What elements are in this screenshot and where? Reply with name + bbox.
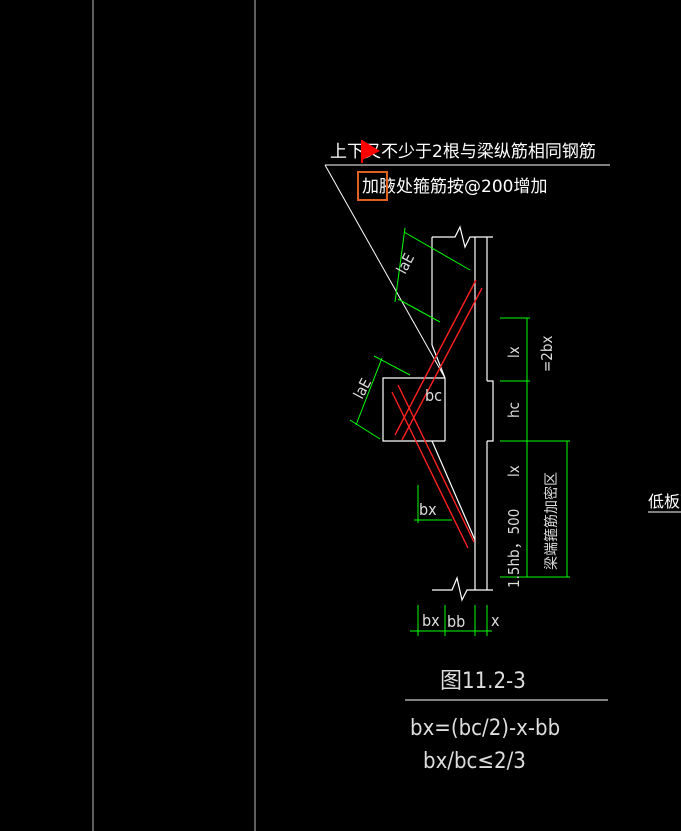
bottom-x-label: x — [491, 611, 500, 630]
right-edge-text: 低板面 — [648, 492, 681, 511]
leader-line — [324, 164, 446, 379]
selection-box[interactable] — [357, 171, 388, 201]
lx-lower-label: lx — [505, 465, 523, 477]
flag-icon[interactable] — [362, 140, 380, 160]
haunch-rebars — [391, 279, 483, 549]
eq-2bx-label: =2bx — [538, 336, 556, 372]
hc-label: hc — [505, 402, 523, 418]
bx-side-label: bx — [419, 500, 437, 519]
dimension-lines — [349, 227, 570, 636]
lx-upper-label: lx — [505, 346, 523, 358]
hb-500-label: 1.5hb，500 — [505, 509, 523, 588]
figure-title: 图11.2-3 — [440, 669, 526, 694]
bottom-bb-label: bb — [447, 612, 465, 631]
note-line2: 加腋处箍筋按@200增加 — [362, 177, 547, 197]
laE-lower-label: laE — [350, 375, 376, 402]
bottom-bx-label: bx — [422, 611, 440, 630]
bc-label: bc — [425, 386, 442, 405]
formula-2: bx/bc≤2/3 — [423, 749, 526, 774]
laE-upper-label: laE — [393, 250, 419, 277]
dense-zone-label: 梁端箍筋加密区 — [543, 472, 560, 570]
note-line1: 上下又不少于2根与梁纵筋相同钢筋 — [330, 142, 596, 162]
formula-1: bx=(bc/2)-x-bb — [410, 716, 560, 741]
column-outline — [382, 225, 494, 602]
